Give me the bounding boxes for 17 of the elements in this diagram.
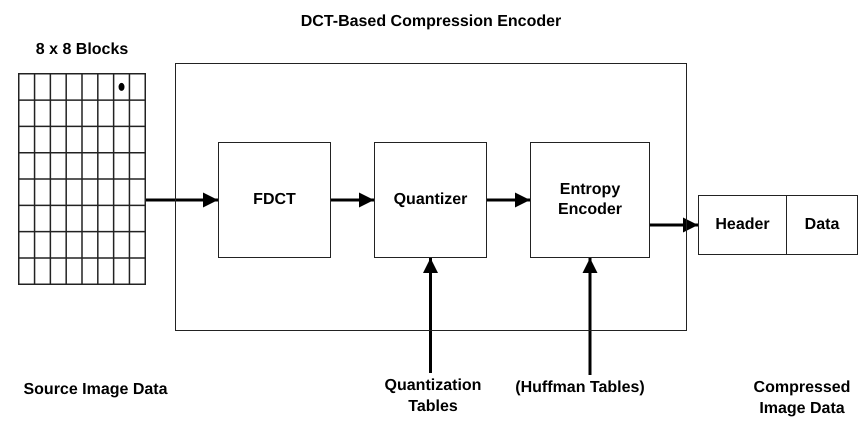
input-label: (Huffman Tables) (505, 378, 655, 400)
arrow (146, 192, 218, 208)
data-label: Compressed Image Data (752, 378, 852, 419)
arrow (331, 192, 374, 208)
process-box: FDCT (218, 142, 331, 258)
process-box: Quantizer (374, 142, 487, 258)
arrow (582, 258, 598, 375)
process-box: Entropy Encoder (530, 142, 650, 258)
grid-heading: 8 x 8 Blocks (34, 40, 130, 60)
arrow (487, 192, 530, 208)
data-label: Source Image Data (22, 380, 169, 400)
group-heading: DCT-Based Compression Encoder (300, 12, 562, 32)
arrow (423, 258, 438, 373)
arrow (650, 218, 698, 232)
input-label: Quantization Tables (378, 376, 488, 420)
process-box: Data (786, 195, 858, 255)
process-box: Header (698, 195, 787, 255)
